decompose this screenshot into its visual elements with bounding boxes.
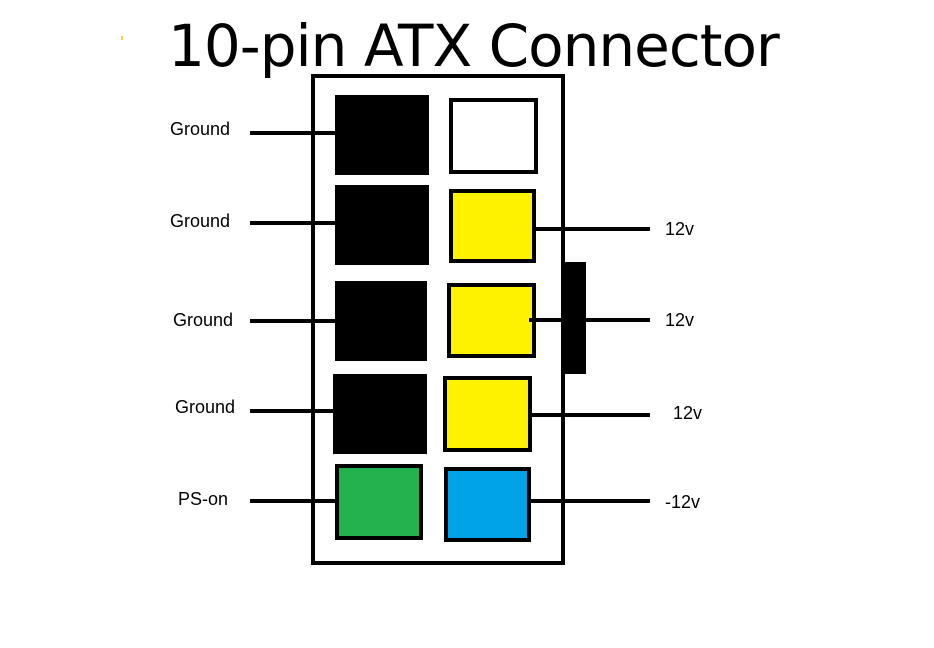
right-pin-2 [449, 189, 536, 263]
right-pin-3 [447, 283, 536, 358]
left-pin-label-4: Ground [175, 397, 236, 417]
right-pin-label-2: 12v [665, 219, 695, 239]
left-pin-label-1: Ground [170, 119, 231, 139]
stray-mark [121, 36, 123, 40]
right-pin-5 [444, 467, 531, 542]
right-pin-label-4: 12v [673, 403, 703, 423]
left-pin-3 [335, 281, 427, 361]
left-pin-4 [333, 374, 427, 454]
right-pin-label-3: 12v [665, 310, 695, 330]
left-pin-1 [335, 95, 429, 175]
right-pin-1 [449, 98, 538, 174]
left-pin-label-3: Ground [173, 310, 234, 330]
right-pin-label-5: -12v [665, 492, 701, 512]
right-pin-4 [443, 376, 532, 452]
left-pin-label-2: Ground [170, 211, 231, 231]
left-pin-2 [335, 185, 429, 265]
diagram-title: 10-pin ATX Connector [168, 12, 780, 80]
left-pin-5 [335, 464, 423, 540]
left-pin-label-5: PS-on [178, 489, 229, 509]
